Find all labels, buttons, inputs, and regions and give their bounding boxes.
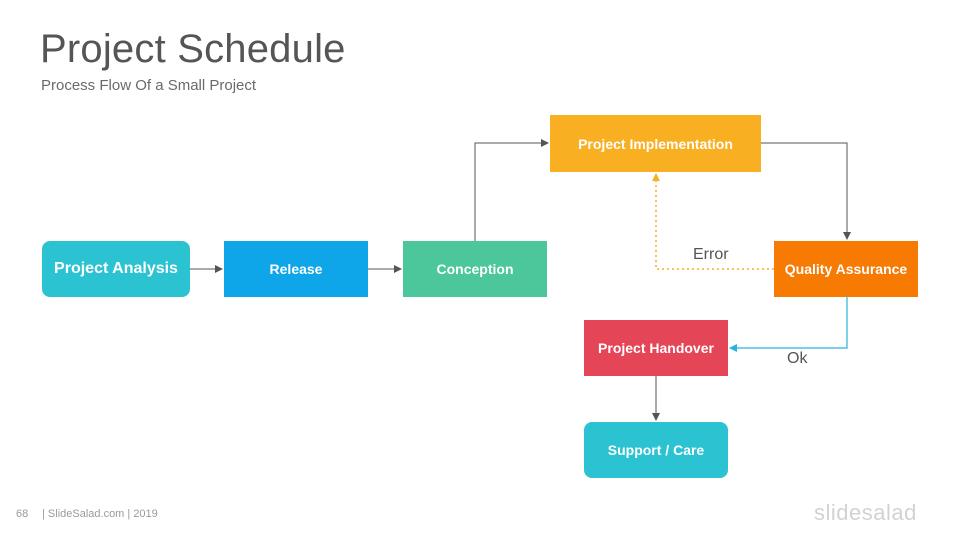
node-support-care: Support / Care [584, 422, 728, 478]
edge-quality-to-implementation-error [652, 173, 774, 270]
footer-credit: | SlideSalad.com | 2019 [42, 508, 158, 520]
node-project-handover: Project Handover [584, 320, 728, 376]
edge-quality-to-handover-ok [729, 297, 848, 352]
node-label: Release [269, 261, 323, 277]
node-label: Conception [436, 261, 514, 277]
node-release: Release [224, 241, 368, 297]
node-project-implementation: Project Implementation [550, 115, 761, 172]
page-title: Project Schedule [40, 27, 346, 71]
node-label: Project Analysis [54, 260, 178, 277]
node-label: Quality Assurance [784, 261, 908, 277]
node-conception: Conception [403, 241, 547, 297]
page-number: 68 [16, 508, 29, 520]
edge-implementation-to-quality [761, 142, 851, 240]
edge-conception-to-implementation [474, 139, 549, 241]
page-subtitle: Process Flow Of a Small Project [41, 77, 257, 94]
node-label: Project Implementation [578, 135, 733, 152]
brand-logo: slidesalad [814, 500, 917, 525]
node-label: Project Handover [598, 340, 714, 356]
node-project-analysis: Project Analysis [42, 241, 190, 297]
node-label: Support / Care [607, 442, 705, 458]
node-quality-assurance: Quality Assurance [774, 241, 918, 297]
edge-label-ok: Ok [787, 350, 808, 367]
edge-label-error: Error [693, 246, 729, 263]
